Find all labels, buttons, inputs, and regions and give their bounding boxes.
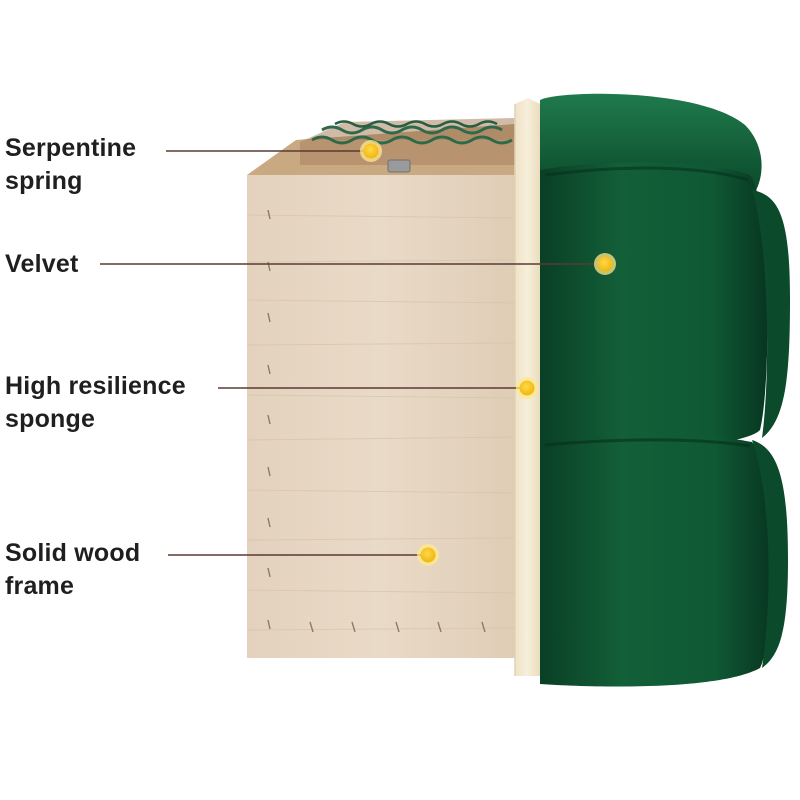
label-velvet-line1: Velvet [5,250,79,278]
label-high-resilience-sponge-line2: sponge [5,405,96,433]
velvet-upholstery [540,93,790,687]
marker-sponge [519,380,535,396]
marker-velvet [597,256,613,272]
solid-wood-frame [246,124,516,658]
marker-spring [363,143,379,159]
label-solid-wood-frame-line1: Solid wood [5,539,141,567]
velvet-side-bolster [752,190,790,438]
velvet-lower-cushion [540,434,772,687]
frame-front-face [247,175,515,658]
spring-wire-3 [334,120,498,128]
leader-lines [100,150,605,556]
serpentine-spring [300,118,515,173]
label-solid-wood-frame-line2: frame [5,572,75,600]
label-high-resilience-sponge-line1: High resilience [5,372,186,400]
velvet-upper-cushion [540,162,768,449]
label-high-resilience-sponge: High resilience sponge [5,370,186,436]
label-serpentine-spring-line2: spring [5,167,83,195]
label-serpentine-spring-line1: Serpentine [5,134,137,162]
spring-wire-1 [311,135,513,145]
label-velvet: Velvet [5,248,78,281]
spring-wire-2 [321,125,503,135]
staple-marks [267,209,486,633]
label-solid-wood-frame: Solid wood frame [5,537,140,603]
wood-grain [246,214,516,631]
callout-markers [360,140,616,566]
velvet-lower-bolster [752,440,788,668]
spring-clip [387,159,411,173]
marker-frame [420,547,436,563]
label-serpentine-spring: Serpentine spring [5,132,136,198]
